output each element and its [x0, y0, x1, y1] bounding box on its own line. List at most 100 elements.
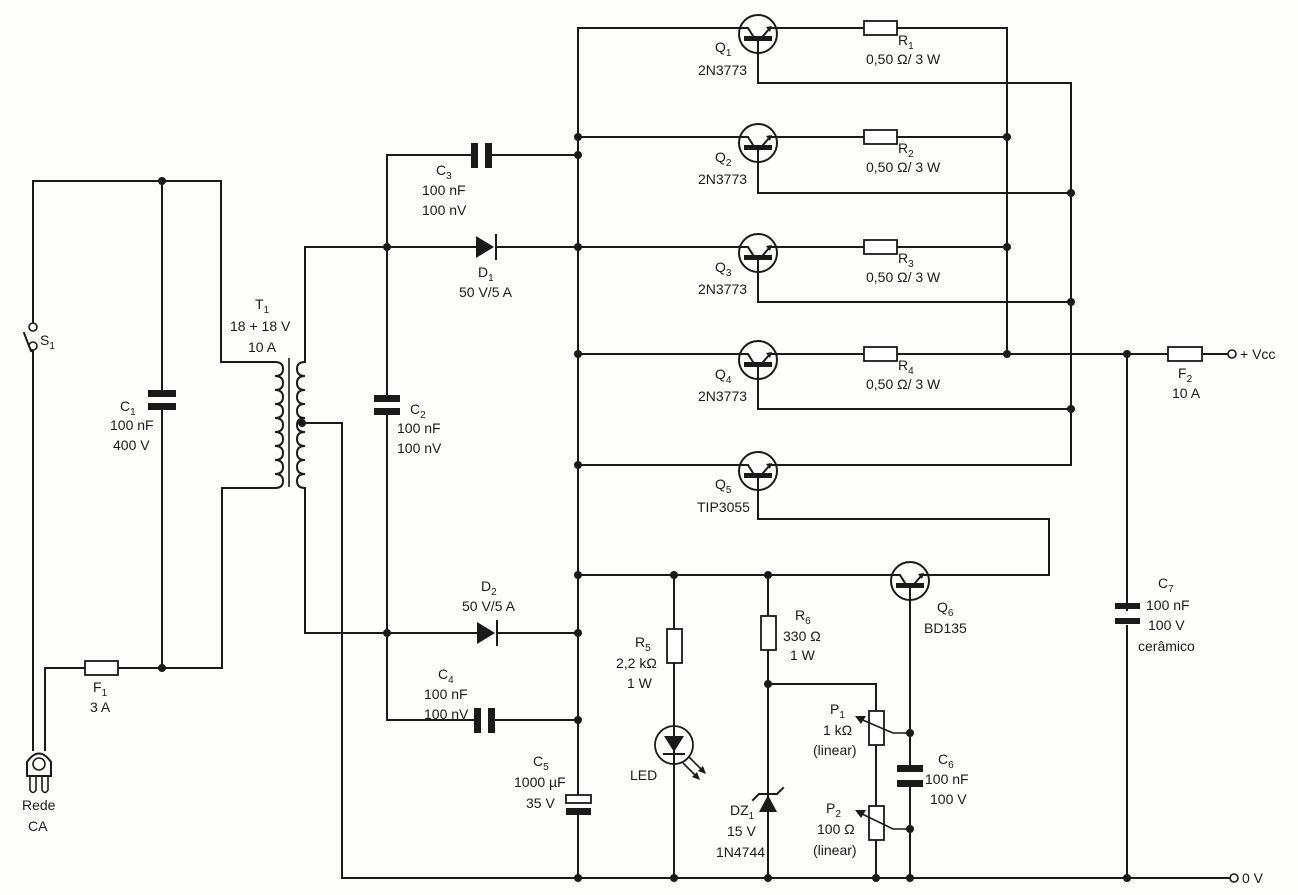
diode-d2[interactable]: [477, 620, 498, 646]
led-icon[interactable]: [654, 725, 706, 780]
transistor-q5[interactable]: [737, 451, 779, 491]
f1-value: 3 A: [90, 699, 111, 715]
wire: [44, 667, 86, 751]
resistor-r2[interactable]: [863, 129, 898, 145]
q6-ref: Q6: [937, 599, 954, 619]
r3-ref: R3: [898, 250, 914, 270]
p1-value: 1 kΩ: [823, 722, 852, 738]
control-section: R5 2,2 kΩ 1 W LED R6 330 Ω 1 W DZ1 15 V: [577, 571, 969, 882]
capacitor-c5[interactable]: [565, 794, 592, 815]
vcc-label: + Vcc: [1240, 346, 1275, 362]
junction-dot: [574, 629, 582, 637]
junction-dot: [1003, 350, 1011, 358]
r3-value: 0,50 Ω/ 3 W: [866, 269, 941, 285]
zener-diode-dz1[interactable]: [751, 786, 785, 812]
switch-s1[interactable]: [22, 322, 38, 353]
c4-rating: 100 nV: [424, 706, 469, 722]
c4-value: 100 nF: [424, 686, 468, 702]
d1-value: 50 V/5 A: [459, 284, 513, 300]
junction-dot: [670, 874, 678, 882]
capacitor-c4[interactable]: [474, 708, 495, 733]
junction-dot: [1003, 243, 1011, 251]
diode-d1[interactable]: [476, 234, 497, 260]
t1-rating: 10 A: [248, 339, 277, 355]
q4-part: 2N3773: [698, 388, 747, 404]
junction-dot: [1123, 874, 1131, 882]
q4-ref: Q4: [715, 366, 732, 386]
capacitor-c3[interactable]: [471, 143, 492, 168]
transistor-q3[interactable]: [737, 233, 779, 273]
p2-wiper[interactable]: [857, 811, 910, 830]
q2-ref: Q2: [715, 149, 732, 169]
junction-dot: [906, 874, 914, 882]
junction-dot: [1067, 189, 1075, 197]
junction-dot: [298, 419, 306, 427]
c5-rating: 35 V: [526, 795, 555, 811]
junction-dot: [574, 874, 582, 882]
junction-dot: [158, 664, 166, 672]
r1-ref: R1: [898, 32, 914, 52]
junction-dot: [764, 874, 772, 882]
wire: [896, 27, 1008, 355]
vcc-terminal[interactable]: [1227, 349, 1237, 359]
potentiometer-p1[interactable]: [868, 710, 885, 746]
c3-rating: 100 nV: [422, 202, 467, 218]
c7-ref: C7: [1158, 575, 1174, 595]
capacitor-c1[interactable]: [148, 390, 176, 410]
wire: [767, 683, 877, 712]
c6-ref: C6: [938, 751, 954, 771]
resistor-r5[interactable]: [666, 628, 683, 664]
wire: [757, 484, 1050, 576]
wire: [304, 487, 388, 634]
p2-ref: P2: [826, 800, 841, 820]
transistor-q6[interactable]: [889, 561, 931, 601]
c7-rating: 100 V: [1148, 617, 1185, 633]
wire: [117, 487, 276, 669]
resistor-r1[interactable]: [863, 20, 898, 36]
q1-ref: Q1: [715, 39, 732, 59]
q5-part: TIP3055: [697, 499, 750, 515]
r5-value: 2,2 kΩ: [616, 655, 657, 671]
t1-ref: T1: [255, 296, 270, 316]
r6-value: 330 Ω: [783, 628, 821, 644]
p1-wiper[interactable]: [857, 717, 910, 734]
r2-ref: R2: [898, 140, 914, 160]
d2-ref: D2: [481, 578, 497, 598]
c2-value: 100 nF: [397, 420, 441, 436]
resistor-r6[interactable]: [760, 615, 777, 651]
q1-part: 2N3773: [698, 62, 747, 78]
p1-ref: P1: [830, 701, 845, 721]
wire: [304, 246, 388, 363]
fuse-f1[interactable]: [84, 660, 119, 676]
dz1-part: 1N4744: [716, 844, 765, 860]
capacitor-c2[interactable]: [374, 395, 400, 415]
junction-dot: [1123, 350, 1131, 358]
wire: [757, 47, 1072, 466]
c1-ref: C1: [120, 398, 136, 418]
ground-terminal[interactable]: [1229, 873, 1239, 883]
plug-label-line1: Rede: [22, 797, 56, 813]
r2-value: 0,50 Ω/ 3 W: [866, 159, 941, 175]
transistor-q4[interactable]: [737, 340, 779, 380]
junction-dot: [158, 177, 166, 185]
wire: [757, 373, 1072, 410]
transistor-q1[interactable]: [737, 14, 779, 54]
transformer-t1[interactable]: [273, 358, 307, 490]
resistor-r3[interactable]: [863, 239, 898, 255]
c6-value: 100 nF: [925, 771, 969, 787]
q3-part: 2N3773: [698, 281, 747, 297]
dz1-value: 15 V: [727, 823, 756, 839]
wire: [757, 266, 1072, 303]
capacitor-c7[interactable]: [1115, 603, 1140, 624]
junction-dot: [1067, 405, 1075, 413]
mains-plug-icon: [26, 752, 52, 794]
c1-rating: 400 V: [113, 437, 150, 453]
c2-rating: 100 nV: [397, 440, 442, 456]
transistor-q2[interactable]: [737, 123, 779, 163]
fuse-f2[interactable]: [1167, 346, 1203, 362]
wire: [301, 422, 1231, 879]
resistor-r4[interactable]: [863, 346, 898, 362]
capacitor-c6[interactable]: [897, 765, 923, 787]
potentiometer-p2[interactable]: [868, 805, 885, 841]
